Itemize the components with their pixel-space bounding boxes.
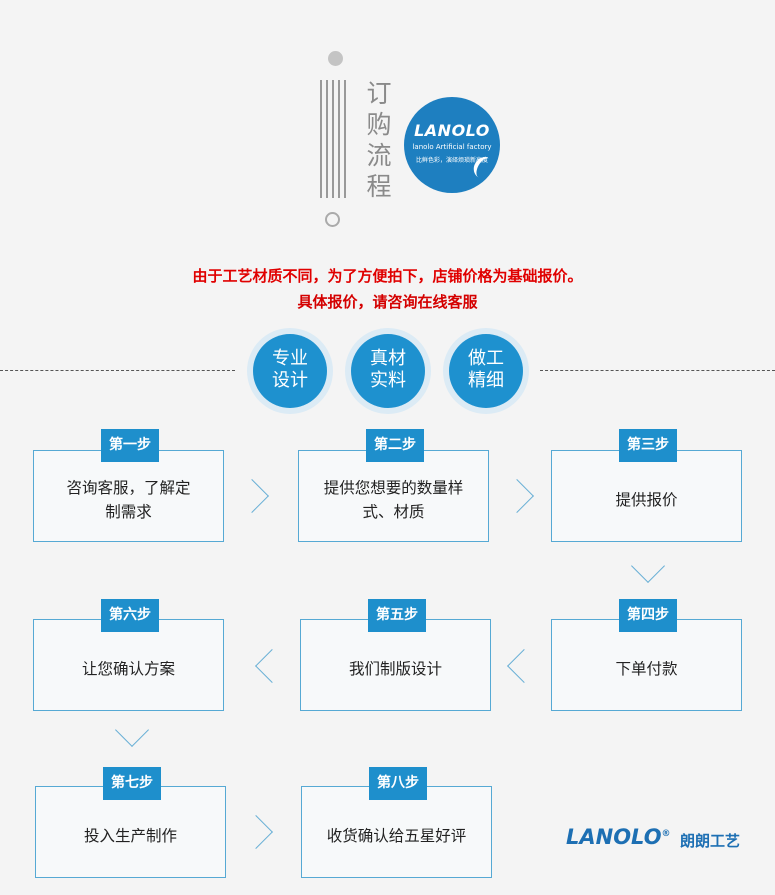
badge-text: 设计 [272, 370, 308, 391]
logo-brand-text: LANOLO [414, 121, 490, 140]
step-text: 咨询客服，了解定制需求 [66, 479, 191, 521]
step-box-5: 我们制版设计 [300, 619, 491, 711]
chevron-left-icon [255, 649, 289, 683]
registered-mark: ® [661, 829, 671, 839]
badge-fine-workmanship: 做工 精细 [449, 334, 523, 408]
badge-text: 做工 [468, 348, 504, 369]
chevron-down-icon [115, 713, 149, 747]
step-label-1: 第一步 [101, 429, 159, 462]
step-box-8: 收货确认给五星好评 [301, 786, 492, 878]
step-box-7: 投入生产制作 [35, 786, 226, 878]
badge-real-materials: 真材 实料 [351, 334, 425, 408]
step-box-4: 下单付款 [551, 619, 742, 711]
step-label-2: 第二步 [366, 429, 424, 462]
badge-text: 实料 [370, 370, 406, 391]
chevron-right-icon [239, 815, 273, 849]
badge-text: 真材 [370, 348, 406, 369]
title-char: 购 [366, 110, 392, 139]
notice-line-1: 由于工艺材质不同，为了方便拍下，店铺价格为基础报价。 [192, 267, 583, 285]
footer-brand-name: 朗朗工艺 [680, 832, 741, 850]
footer-brand-logo: LANOLO® [566, 825, 671, 849]
divider-left [0, 370, 235, 371]
step-box-1: 咨询客服，了解定制需求 [33, 450, 224, 542]
title-char: 程 [366, 172, 392, 201]
page-title: 订 购 流 程 [364, 78, 394, 202]
step-label-7: 第七步 [103, 767, 161, 800]
step-text: 提供您想要的数量样式、材质 [323, 479, 464, 521]
step-label-8: 第八步 [369, 767, 427, 800]
chevron-right-icon [500, 479, 534, 513]
decorative-vertical-lines [320, 80, 350, 198]
step-label-4: 第四步 [619, 599, 677, 632]
step-text: 提供报价 [615, 491, 678, 509]
title-char: 流 [366, 141, 392, 170]
badge-text: 精细 [468, 370, 504, 391]
title-char: 订 [366, 79, 392, 108]
step-label-3: 第三步 [619, 429, 677, 462]
decorative-ring [325, 212, 340, 227]
step-box-2: 提供您想要的数量样式、材质 [298, 450, 489, 542]
notice-line-2: 具体报价，请咨询在线客服 [297, 293, 478, 311]
logo-tagline: 比鲜色彩，演绎烦琐新高度 [415, 157, 488, 164]
chevron-down-icon [631, 549, 665, 583]
badge-text: 专业 [272, 348, 308, 369]
footer-brand-text: LANOLO [566, 825, 662, 849]
divider-right [540, 370, 775, 371]
step-text: 投入生产制作 [83, 827, 177, 845]
chevron-right-icon [235, 479, 269, 513]
decorative-dot [328, 51, 343, 66]
step-label-5: 第五步 [368, 599, 426, 632]
step-text: 让您确认方案 [81, 660, 175, 678]
step-text: 我们制版设计 [348, 660, 442, 678]
brand-logo: LANOLO lanolo Artificial factory 比鲜色彩，演绎… [404, 97, 500, 193]
badge-professional-design: 专业 设计 [253, 334, 327, 408]
step-box-3: 提供报价 [551, 450, 742, 542]
logo-subtitle: lanolo Artificial factory [412, 143, 492, 151]
step-label-6: 第六步 [101, 599, 159, 632]
step-text: 收货确认给五星好评 [326, 827, 467, 845]
step-text: 下单付款 [615, 660, 678, 678]
step-box-6: 让您确认方案 [33, 619, 224, 711]
chevron-left-icon [507, 649, 541, 683]
